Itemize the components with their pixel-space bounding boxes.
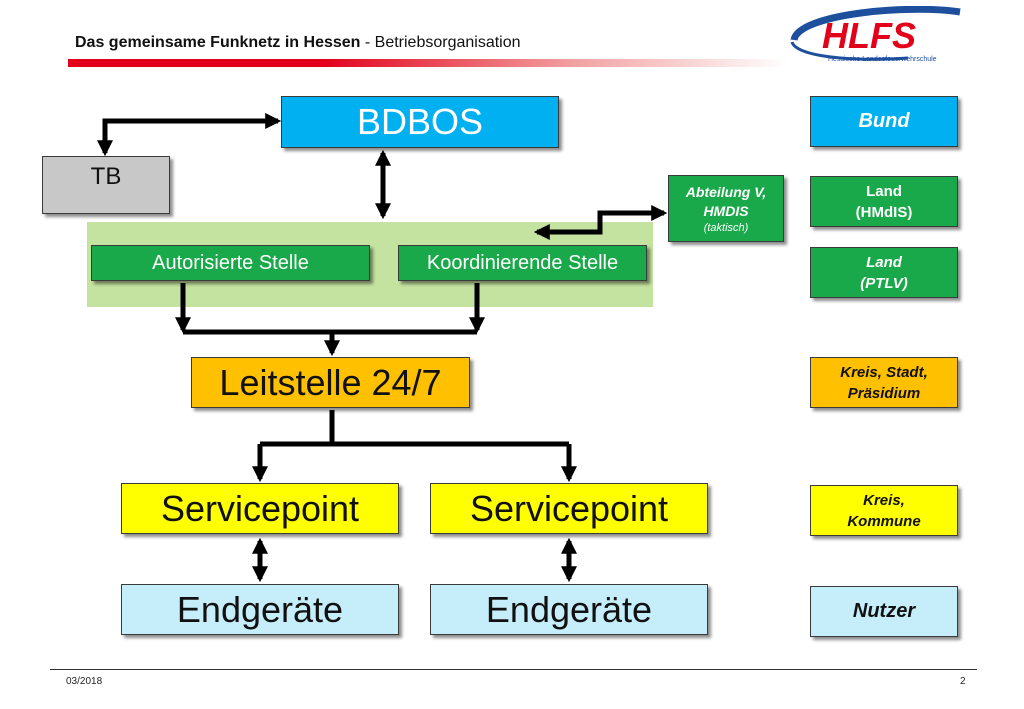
servicepoint-right-box: Servicepoint <box>430 483 708 534</box>
autorisierte-stelle-box: Autorisierte Stelle <box>91 245 370 281</box>
tb-label: TB <box>90 163 122 190</box>
level-kreis-stadt-line2: Präsidium <box>847 384 921 402</box>
endgeraete-left-label: Endgeräte <box>176 588 344 630</box>
svg-text:HLFS: HLFS <box>822 15 916 56</box>
level-nutzer-box: Nutzer <box>810 586 958 637</box>
page-title: Das gemeinsame Funknetz in Hessen - Betr… <box>75 34 521 52</box>
bdbos-label: BDBOS <box>356 101 484 142</box>
servicepoint-left-label: Servicepoint <box>160 487 360 529</box>
servicepoint-right-label: Servicepoint <box>469 487 669 529</box>
level-kreis-kommune-line1: Kreis, <box>863 491 905 509</box>
hlfs-logo: HLFS Hessische Landesfeuerwehrschule <box>788 5 964 64</box>
abteilung-line3: (taktisch) <box>703 221 749 234</box>
level-kreis-stadt-line1: Kreis, Stadt, <box>840 363 928 381</box>
endgeraete-right-box: Endgeräte <box>430 584 708 635</box>
level-kreis-kommune-box: Kreis, Kommune <box>810 485 958 536</box>
tb-box: TB <box>42 156 170 214</box>
connector-tb-bdbos <box>96 112 282 157</box>
footer-divider <box>50 669 977 670</box>
level-bund-box: Bund <box>810 96 958 147</box>
level-land-ptlv-line2: (PTLV) <box>860 274 908 292</box>
endgeraete-left-box: Endgeräte <box>121 584 399 635</box>
hlfs-logo-graphic: HLFS Hessische Landesfeuerwehrschule <box>790 5 961 63</box>
leitstelle-label: Leitstelle 24/7 <box>219 361 442 403</box>
level-land-hmdis-line1: Land <box>866 182 902 200</box>
level-kreis-stadt-box: Kreis, Stadt, Präsidium <box>810 357 958 408</box>
koordinierende-stelle-box: Koordinierende Stelle <box>398 245 647 281</box>
header-accent-bar <box>68 59 788 67</box>
endgeraete-right-label: Endgeräte <box>485 588 653 630</box>
page-title-main: Das gemeinsame Funknetz in Hessen <box>75 34 361 51</box>
bdbos-box: BDBOS <box>281 96 559 148</box>
koordinierende-stelle-label: Koordinierende Stelle <box>426 251 619 274</box>
level-nutzer-label: Nutzer <box>852 600 916 622</box>
level-land-hmdis-line2: (HMdIS) <box>855 203 913 221</box>
footer-page-number: 2 <box>960 676 966 687</box>
servicepoint-left-box: Servicepoint <box>121 483 399 534</box>
svg-text:Hessische Landesfeuerwehrschul: Hessische Landesfeuerwehrschule <box>828 56 937 63</box>
autorisierte-stelle-label: Autorisierte Stelle <box>152 251 309 274</box>
level-bund-label: Bund <box>858 110 910 132</box>
abteilung-line2: HMDIS <box>703 202 749 219</box>
level-kreis-kommune-line2: Kommune <box>847 512 921 530</box>
footer-date: 03/2018 <box>66 676 103 687</box>
leitstelle-box: Leitstelle 24/7 <box>191 357 470 408</box>
level-land-ptlv-line1: Land <box>866 253 902 271</box>
level-land-ptlv-box: Land (PTLV) <box>810 247 958 298</box>
abteilung-line1: Abteilung V, <box>685 183 767 200</box>
page-title-sub: - Betriebsorganisation <box>360 34 521 51</box>
abteilung-box: Abteilung V, HMDIS (taktisch) <box>668 175 784 242</box>
level-land-hmdis-box: Land (HMdIS) <box>810 176 958 227</box>
